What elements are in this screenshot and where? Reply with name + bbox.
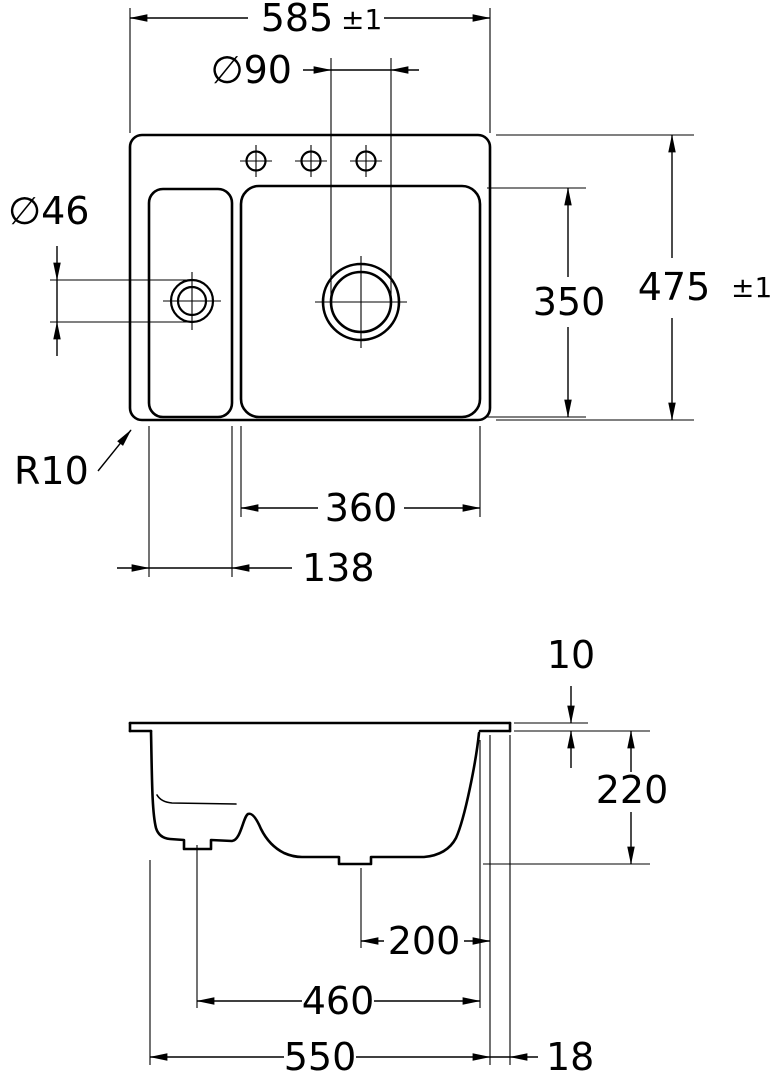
dim-main-drain-dia-label: ∅90	[211, 48, 292, 92]
top-view: 585 ±1 ∅90 ∅46 350	[8, 0, 772, 590]
dim-main-drain-dia: ∅90	[211, 48, 419, 302]
dim-bowl-height-label: 220	[596, 768, 669, 812]
dim-drain-to-edge: 200	[360, 735, 491, 1065]
dim-drain-to-edge-label: 200	[388, 919, 461, 963]
left-bowl-far-edge	[156, 794, 237, 805]
faucet-hole	[295, 145, 327, 177]
countertop-rim	[128, 721, 512, 733]
sink-outline	[128, 133, 492, 422]
dim-small-drain-dia-label: ∅46	[8, 189, 89, 233]
left-bowl	[147, 187, 234, 419]
dim-bowl-depth: 350	[487, 187, 606, 418]
dim-small-drain-dia: ∅46	[8, 189, 192, 356]
faucet-holes	[240, 145, 382, 177]
corner-radius-callout: R10	[14, 429, 132, 493]
small-drain	[163, 272, 221, 330]
dim-rim-thickness: 10	[514, 633, 650, 768]
dim-top-width-tol: ±1	[341, 3, 382, 36]
corner-radius-label: R10	[14, 449, 89, 493]
dim-left-bowl-width-label: 138	[302, 546, 375, 590]
faucet-hole	[240, 145, 272, 177]
dim-bowl-depth-label: 350	[533, 280, 606, 324]
section-profile	[149, 729, 481, 866]
dim-overall-depth: 475 ±1	[496, 134, 772, 421]
dim-overall-depth-label: 475	[638, 265, 711, 309]
dim-base-width-label: 550	[284, 1035, 357, 1079]
right-bowl	[239, 184, 482, 419]
dim-main-bowl-width-label: 360	[325, 486, 398, 530]
dim-edge-overhang: 18	[490, 1035, 594, 1079]
dim-left-bowl-width: 138	[117, 426, 375, 590]
dim-top-width: 585 ±1	[129, 0, 491, 133]
leader-line	[97, 429, 132, 472]
dim-overall-depth-tol: ±1	[731, 271, 772, 304]
dim-rim-thickness-label: 10	[547, 633, 595, 677]
faucet-hole	[350, 145, 382, 177]
dim-base-width: 550	[149, 735, 511, 1079]
dim-top-width-label: 585	[261, 0, 334, 40]
dim-drain-span: 460	[196, 740, 481, 1023]
dim-main-bowl-width: 360	[240, 426, 481, 530]
dim-bowl-height: 220	[483, 730, 669, 865]
dim-drain-span-label: 460	[302, 979, 375, 1023]
dim-edge-overhang-label: 18	[546, 1035, 594, 1079]
main-drain	[315, 256, 407, 348]
sink-body	[128, 133, 492, 422]
side-view: 10 220 200 460	[128, 633, 669, 1079]
